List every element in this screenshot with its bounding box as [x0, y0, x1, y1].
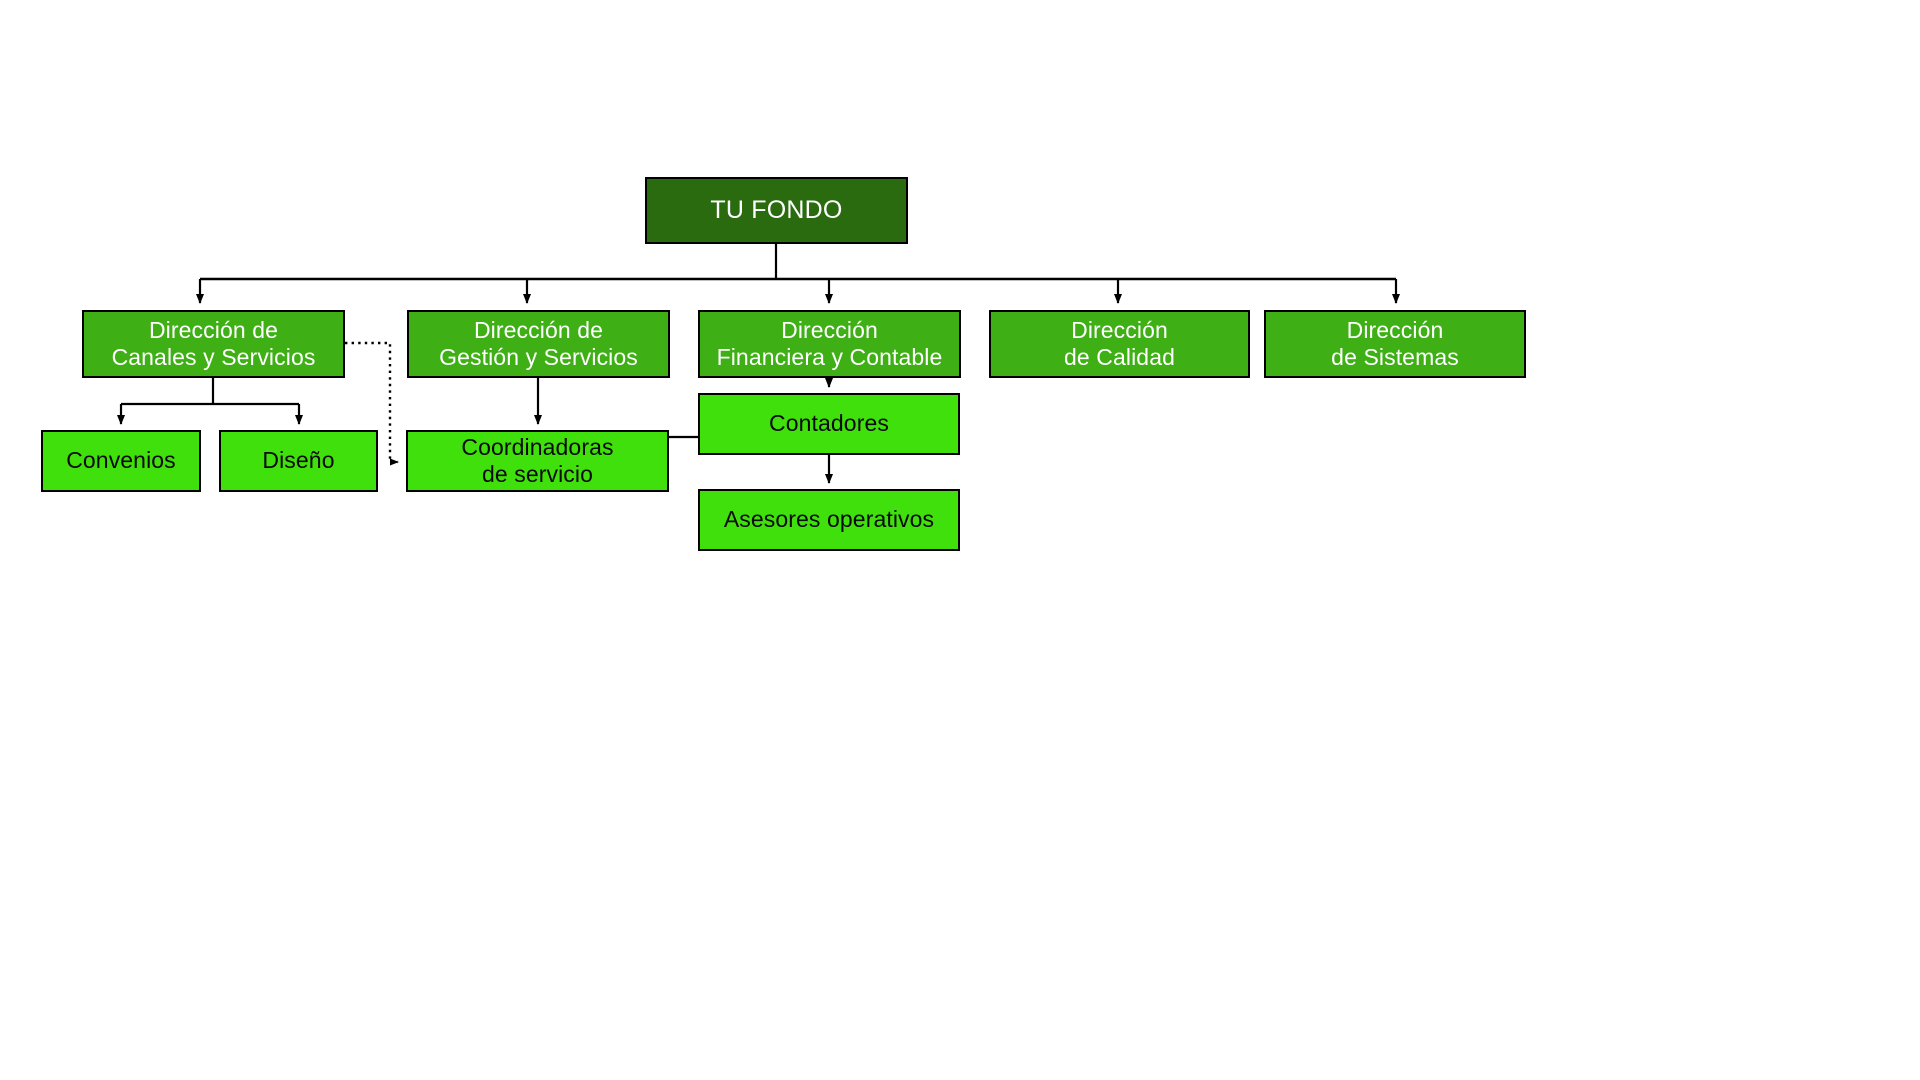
node-contadores[interactable]: Contadores	[698, 393, 960, 455]
node-label: Coordinadoras de servicio	[461, 433, 614, 487]
node-direccion-gestion-y-servicios[interactable]: Dirección de Gestión y Servicios	[407, 310, 670, 378]
node-label: Dirección de Gestión y Servicios	[439, 316, 638, 370]
node-direccion-financiera-y-contable[interactable]: Dirección Financiera y Contable	[698, 310, 961, 378]
node-label: Dirección Financiera y Contable	[716, 316, 943, 370]
node-direccion-canales-y-servicios[interactable]: Dirección de Canales y Servicios	[82, 310, 345, 378]
node-direccion-de-sistemas[interactable]: Dirección de Sistemas	[1264, 310, 1526, 378]
node-label: Contadores	[769, 410, 889, 437]
node-label: Diseño	[262, 447, 335, 474]
node-direccion-de-calidad[interactable]: Dirección de Calidad	[989, 310, 1250, 378]
node-label: Convenios	[66, 447, 176, 474]
node-label: TU FONDO	[710, 195, 843, 224]
node-tu-fondo[interactable]: TU FONDO	[645, 177, 908, 244]
node-label: Dirección de Sistemas	[1331, 316, 1459, 370]
node-asesores-operativos[interactable]: Asesores operativos	[698, 489, 960, 551]
node-label: Dirección de Canales y Servicios	[111, 316, 316, 370]
node-label: Asesores operativos	[723, 506, 935, 533]
node-convenios[interactable]: Convenios	[41, 430, 201, 492]
node-diseno[interactable]: Diseño	[219, 430, 378, 492]
node-coordinadoras-de-servicio[interactable]: Coordinadoras de servicio	[406, 430, 669, 492]
node-label: Dirección de Calidad	[1064, 316, 1175, 370]
